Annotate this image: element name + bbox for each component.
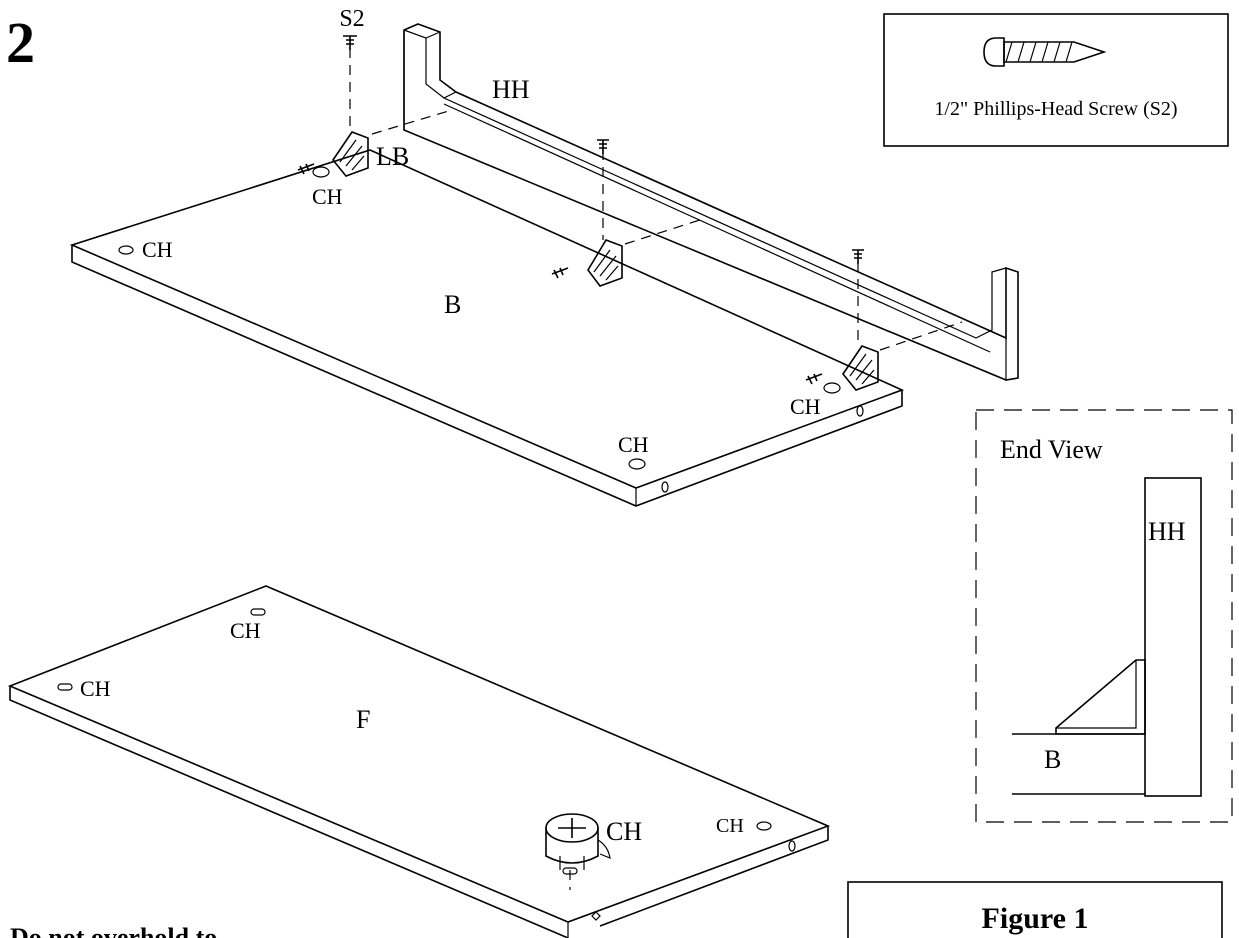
l-bracket-middle xyxy=(587,239,623,287)
label-lb: LB xyxy=(376,142,409,171)
step-number: 2 xyxy=(6,10,35,75)
l-bracket-right xyxy=(842,345,879,391)
label-f: F xyxy=(356,705,370,734)
label-ch: CH xyxy=(142,237,173,262)
end-view-panel: End View HH B xyxy=(975,409,1233,823)
label-b: B xyxy=(444,290,461,319)
label-ch: CH xyxy=(606,817,642,846)
cut-off-text: Do not overhold to ... xyxy=(10,923,243,938)
label-ch: CH xyxy=(230,618,261,643)
end-view-label-b: B xyxy=(1044,745,1061,774)
label-ch: CH xyxy=(312,184,343,209)
end-view-title: End View xyxy=(1000,435,1103,464)
board-f xyxy=(7,585,831,938)
screw-guides-upper xyxy=(349,48,963,351)
screw-icon xyxy=(297,35,864,385)
l-bracket-left xyxy=(332,131,369,177)
cam-housing-icon xyxy=(545,813,611,890)
headboard-hh xyxy=(403,23,1019,381)
label-s2: S2 xyxy=(339,6,364,32)
label-ch: CH xyxy=(618,432,649,457)
label-hh: HH xyxy=(492,75,530,104)
board-b xyxy=(69,149,905,507)
phillips-screw-icon xyxy=(983,37,1107,67)
end-view-label-hh: HH xyxy=(1148,517,1186,546)
label-ch: CH xyxy=(716,815,744,837)
figure-label: Figure 1 xyxy=(982,902,1089,935)
label-ch: CH xyxy=(80,676,111,701)
label-ch: CH xyxy=(790,394,821,419)
screw-caption: 1/2" Phillips-Head Screw (S2) xyxy=(934,98,1177,120)
screw-legend: 1/2" Phillips-Head Screw (S2) xyxy=(883,13,1229,147)
figure-label-box: Figure 1 xyxy=(847,881,1223,938)
